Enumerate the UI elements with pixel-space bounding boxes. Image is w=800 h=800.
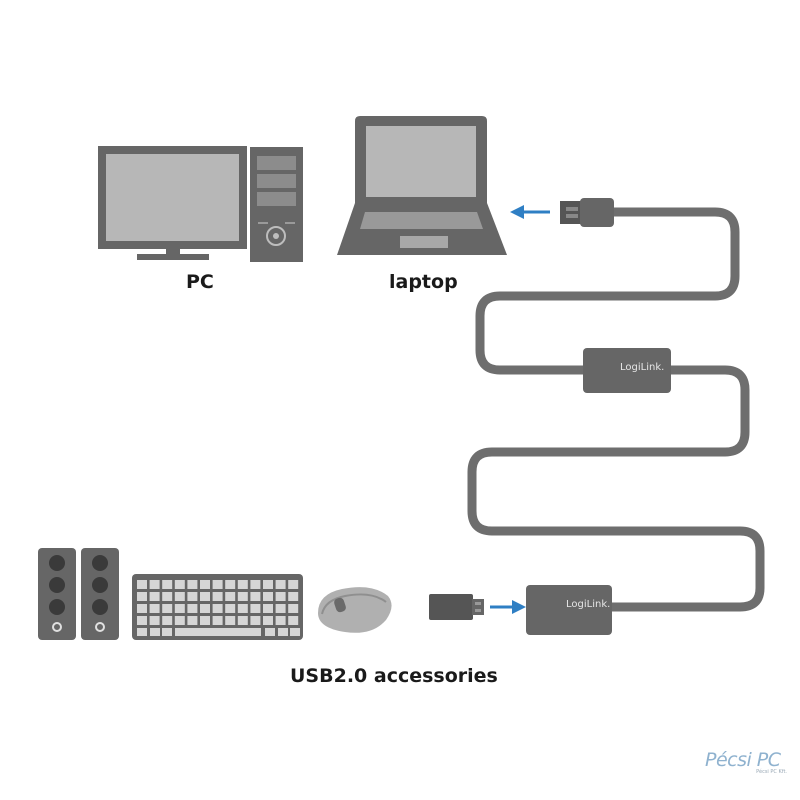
pc-tower-icon [250,147,303,262]
keyboard-key [212,592,223,601]
keyboard-key [187,592,198,601]
keyboard-key [174,580,185,589]
pc-label: PC [186,271,214,293]
keyboard-key [174,604,185,613]
keyboard-key [225,592,236,601]
keyboard-key [137,580,147,589]
keyboard-key [162,616,173,625]
keyboard-key [137,592,147,601]
keyboard-key [137,604,147,613]
keyboard-key [187,616,198,625]
usb-cable [467,207,765,612]
keyboard-key [174,592,185,601]
keyboard-key [225,580,236,589]
keyboard-key [275,616,286,625]
keyboard-key [237,580,248,589]
keyboard-key [275,604,286,613]
keyboard-key [263,616,273,625]
usb-dongle-icon [429,594,484,620]
keyboard-keys [137,580,300,636]
keyboard-key [237,592,248,601]
watermark-subtext: Pécsi PC Kft. [756,769,787,775]
keyboard-key [225,604,236,613]
logilink-brand-lower: LogiLink. [566,599,611,610]
keyboard-key [263,592,273,601]
watermark-text: Pécsi PC [705,749,781,771]
keyboard-key [263,604,273,613]
keyboard-key [265,628,275,636]
keyboard-key [162,604,173,613]
keyboard-key [149,616,160,625]
laptop-icon [337,116,507,255]
keyboard-key [250,592,261,601]
keyboard-key [200,604,210,613]
keyboard-key [250,604,261,613]
keyboard-key [288,616,299,625]
usb-plug-upper-icon [560,198,614,227]
logilink-box-upper [583,348,671,393]
keyboard-key [162,592,173,601]
laptop-label: laptop [389,271,458,293]
keyboard-key [200,616,210,625]
keyboard-key [187,580,198,589]
arrow-to-laptop-icon [510,205,550,219]
keyboard-key [174,616,185,625]
keyboard-spacebar [175,628,261,636]
keyboard-key [263,580,273,589]
keyboard-key [149,592,160,601]
logilink-box-lower [526,585,612,635]
keyboard-key [250,616,261,625]
watermark-logo: Pécsi PC Pécsi PC Kft. [705,749,787,791]
speaker-left-icon [38,548,76,640]
keyboard-key [250,580,261,589]
mouse-icon [318,587,392,633]
arrow-to-adapter-icon [490,600,526,614]
keyboard-icon [132,574,303,640]
keyboard-key [162,628,172,636]
keyboard-key [212,616,223,625]
keyboard-key [237,616,248,625]
keyboard-key [137,628,147,636]
logilink-brand-upper: LogiLink. [620,362,665,373]
keyboard-key [212,580,223,589]
keyboard-key [275,580,286,589]
keyboard-key [288,604,299,613]
keyboard-key [288,580,299,589]
keyboard-key [149,604,160,613]
keyboard-key [278,628,288,636]
keyboard-key [137,616,147,625]
speaker-right-icon [81,548,119,640]
keyboard-key [187,604,198,613]
keyboard-key [200,580,210,589]
keyboard-key [212,604,223,613]
keyboard-key [200,592,210,601]
accessories-label: USB2.0 accessories [290,665,498,687]
keyboard-key [150,628,160,636]
keyboard-key [237,604,248,613]
keyboard-key [288,592,299,601]
keyboard-key [149,580,160,589]
keyboard-key [290,628,300,636]
keyboard-key [225,616,236,625]
keyboard-key [275,592,286,601]
pc-monitor-icon [98,146,247,260]
keyboard-key [162,580,173,589]
